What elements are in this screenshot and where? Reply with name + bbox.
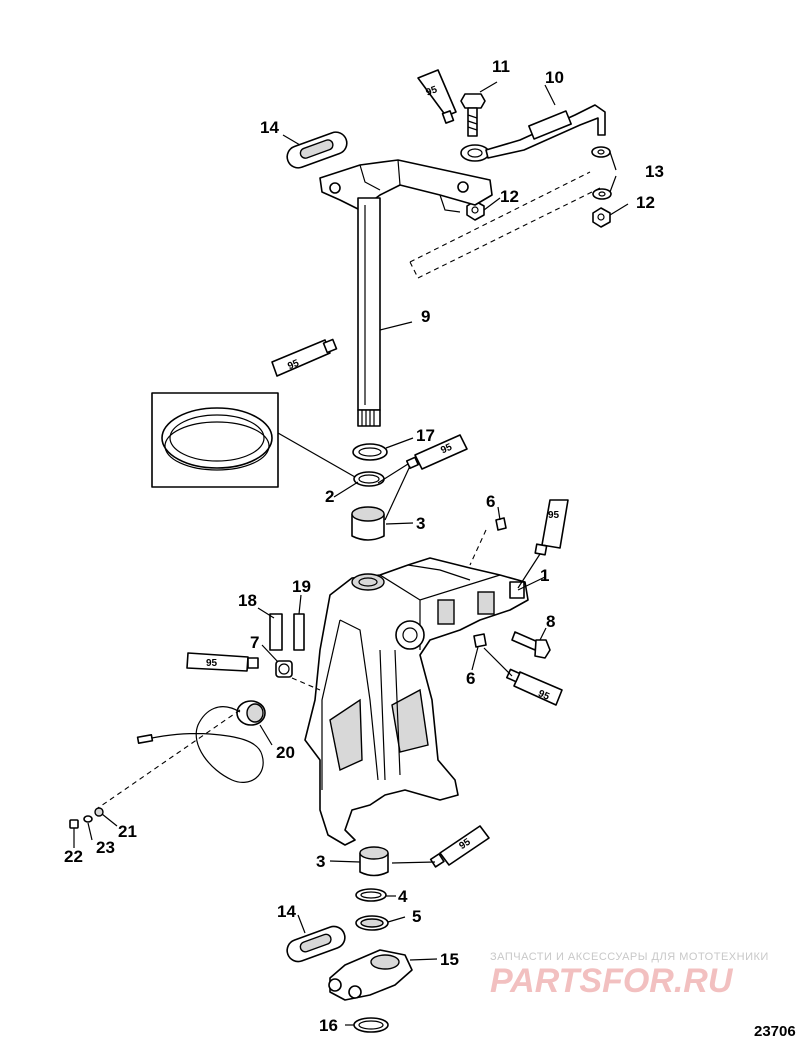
decal-part-18: [269, 613, 283, 651]
callout-3-top: 3: [416, 514, 425, 533]
sensor-dashed-path: [97, 709, 241, 809]
screw-part-22: [69, 819, 79, 842]
callout-14-bottom: 14: [277, 902, 296, 921]
swivel-bracket-part-1: [304, 557, 529, 846]
callout-12-left: 12: [500, 187, 519, 206]
callout-16: 16: [319, 1016, 338, 1035]
callout-13: 13: [645, 162, 664, 181]
callout-9: 9: [421, 307, 430, 326]
callout-6-bottom: 6: [466, 669, 475, 688]
lubricant-tube-17: 95: [377, 434, 468, 521]
bushing-part-7: [275, 660, 293, 678]
tie-bar-ghost: [409, 171, 601, 279]
tube-label: 95: [425, 84, 440, 98]
callout-3-bottom: 3: [316, 852, 325, 871]
callout-4: 4: [398, 887, 408, 906]
tube-label: 95: [548, 510, 560, 521]
diagram-number: 23706: [754, 1023, 796, 1040]
washer-part-13: [591, 146, 612, 200]
callout-5: 5: [412, 907, 421, 926]
callout-22: 22: [64, 847, 83, 866]
seal-part-2: [353, 471, 385, 487]
sensor-part-20: [136, 700, 266, 783]
lubricant-tube-bracket-bottom: 95: [483, 647, 563, 706]
nut-part-21: [94, 807, 104, 817]
callout-15: 15: [440, 950, 459, 969]
bolt-part-11: [460, 93, 486, 137]
decal-part-19: [293, 613, 305, 651]
callout-21: 21: [118, 822, 137, 841]
plate-part-14-bottom: [286, 925, 346, 963]
steering-link-rod-part-10: [460, 104, 606, 162]
nut-part-12-right: [592, 207, 611, 228]
lubricant-tube-bottom: 95: [391, 825, 490, 868]
seal-detail-box: [151, 392, 356, 488]
grease-fitting-part-6-bottom: [473, 633, 487, 648]
yoke-part-15: [328, 949, 413, 1001]
callout-19: 19: [292, 577, 311, 596]
callout-11: 11: [492, 57, 510, 76]
callout-14-top: 14: [260, 118, 279, 137]
washer-part-4: [355, 888, 387, 902]
washer-part-17: [352, 443, 388, 461]
tube-label: 95: [206, 658, 218, 669]
plate-part-14-top: [286, 131, 348, 169]
callout-18: 18: [238, 591, 257, 610]
tube-label: 95: [286, 358, 301, 373]
oring-part-16: [353, 1017, 389, 1033]
lubricant-tube-bracket-top: 95: [517, 499, 569, 589]
callout-2: 2: [325, 487, 334, 506]
callout-10: 10: [545, 68, 564, 87]
callout-12-right: 12: [636, 193, 655, 212]
callout-23: 23: [96, 838, 115, 857]
watermark-logo: PARTSFOR.RU: [490, 962, 734, 1000]
lubricant-tube-left: 95: [186, 652, 259, 672]
grease-fitting-part-6-top: [469, 517, 507, 566]
bushing-part-3-top: [351, 506, 385, 541]
washer-part-23: [83, 815, 93, 823]
callout-1: 1: [540, 566, 549, 585]
callout-17: 17: [416, 426, 435, 445]
seal-part-5: [355, 915, 389, 931]
lubricant-tube-top: 95: [417, 69, 457, 124]
tube-label: 95: [439, 442, 454, 457]
callout-7: 7: [250, 633, 259, 652]
callout-6-top: 6: [486, 492, 495, 511]
steering-arm-part-9: [319, 159, 493, 427]
bolt-part-8: [511, 631, 551, 659]
callout-8: 8: [546, 612, 555, 631]
leader-lines: [73, 81, 629, 1026]
lubricant-tube-shaft: 95: [271, 338, 338, 377]
watermark-tagline: ЗАПЧАСТИ И АКСЕССУАРЫ ДЛЯ МОТОТЕХНИКИ: [490, 951, 769, 963]
tube-label: 95: [536, 688, 551, 703]
callout-20: 20: [276, 743, 295, 762]
bushing-part-3-bottom: [359, 846, 389, 877]
